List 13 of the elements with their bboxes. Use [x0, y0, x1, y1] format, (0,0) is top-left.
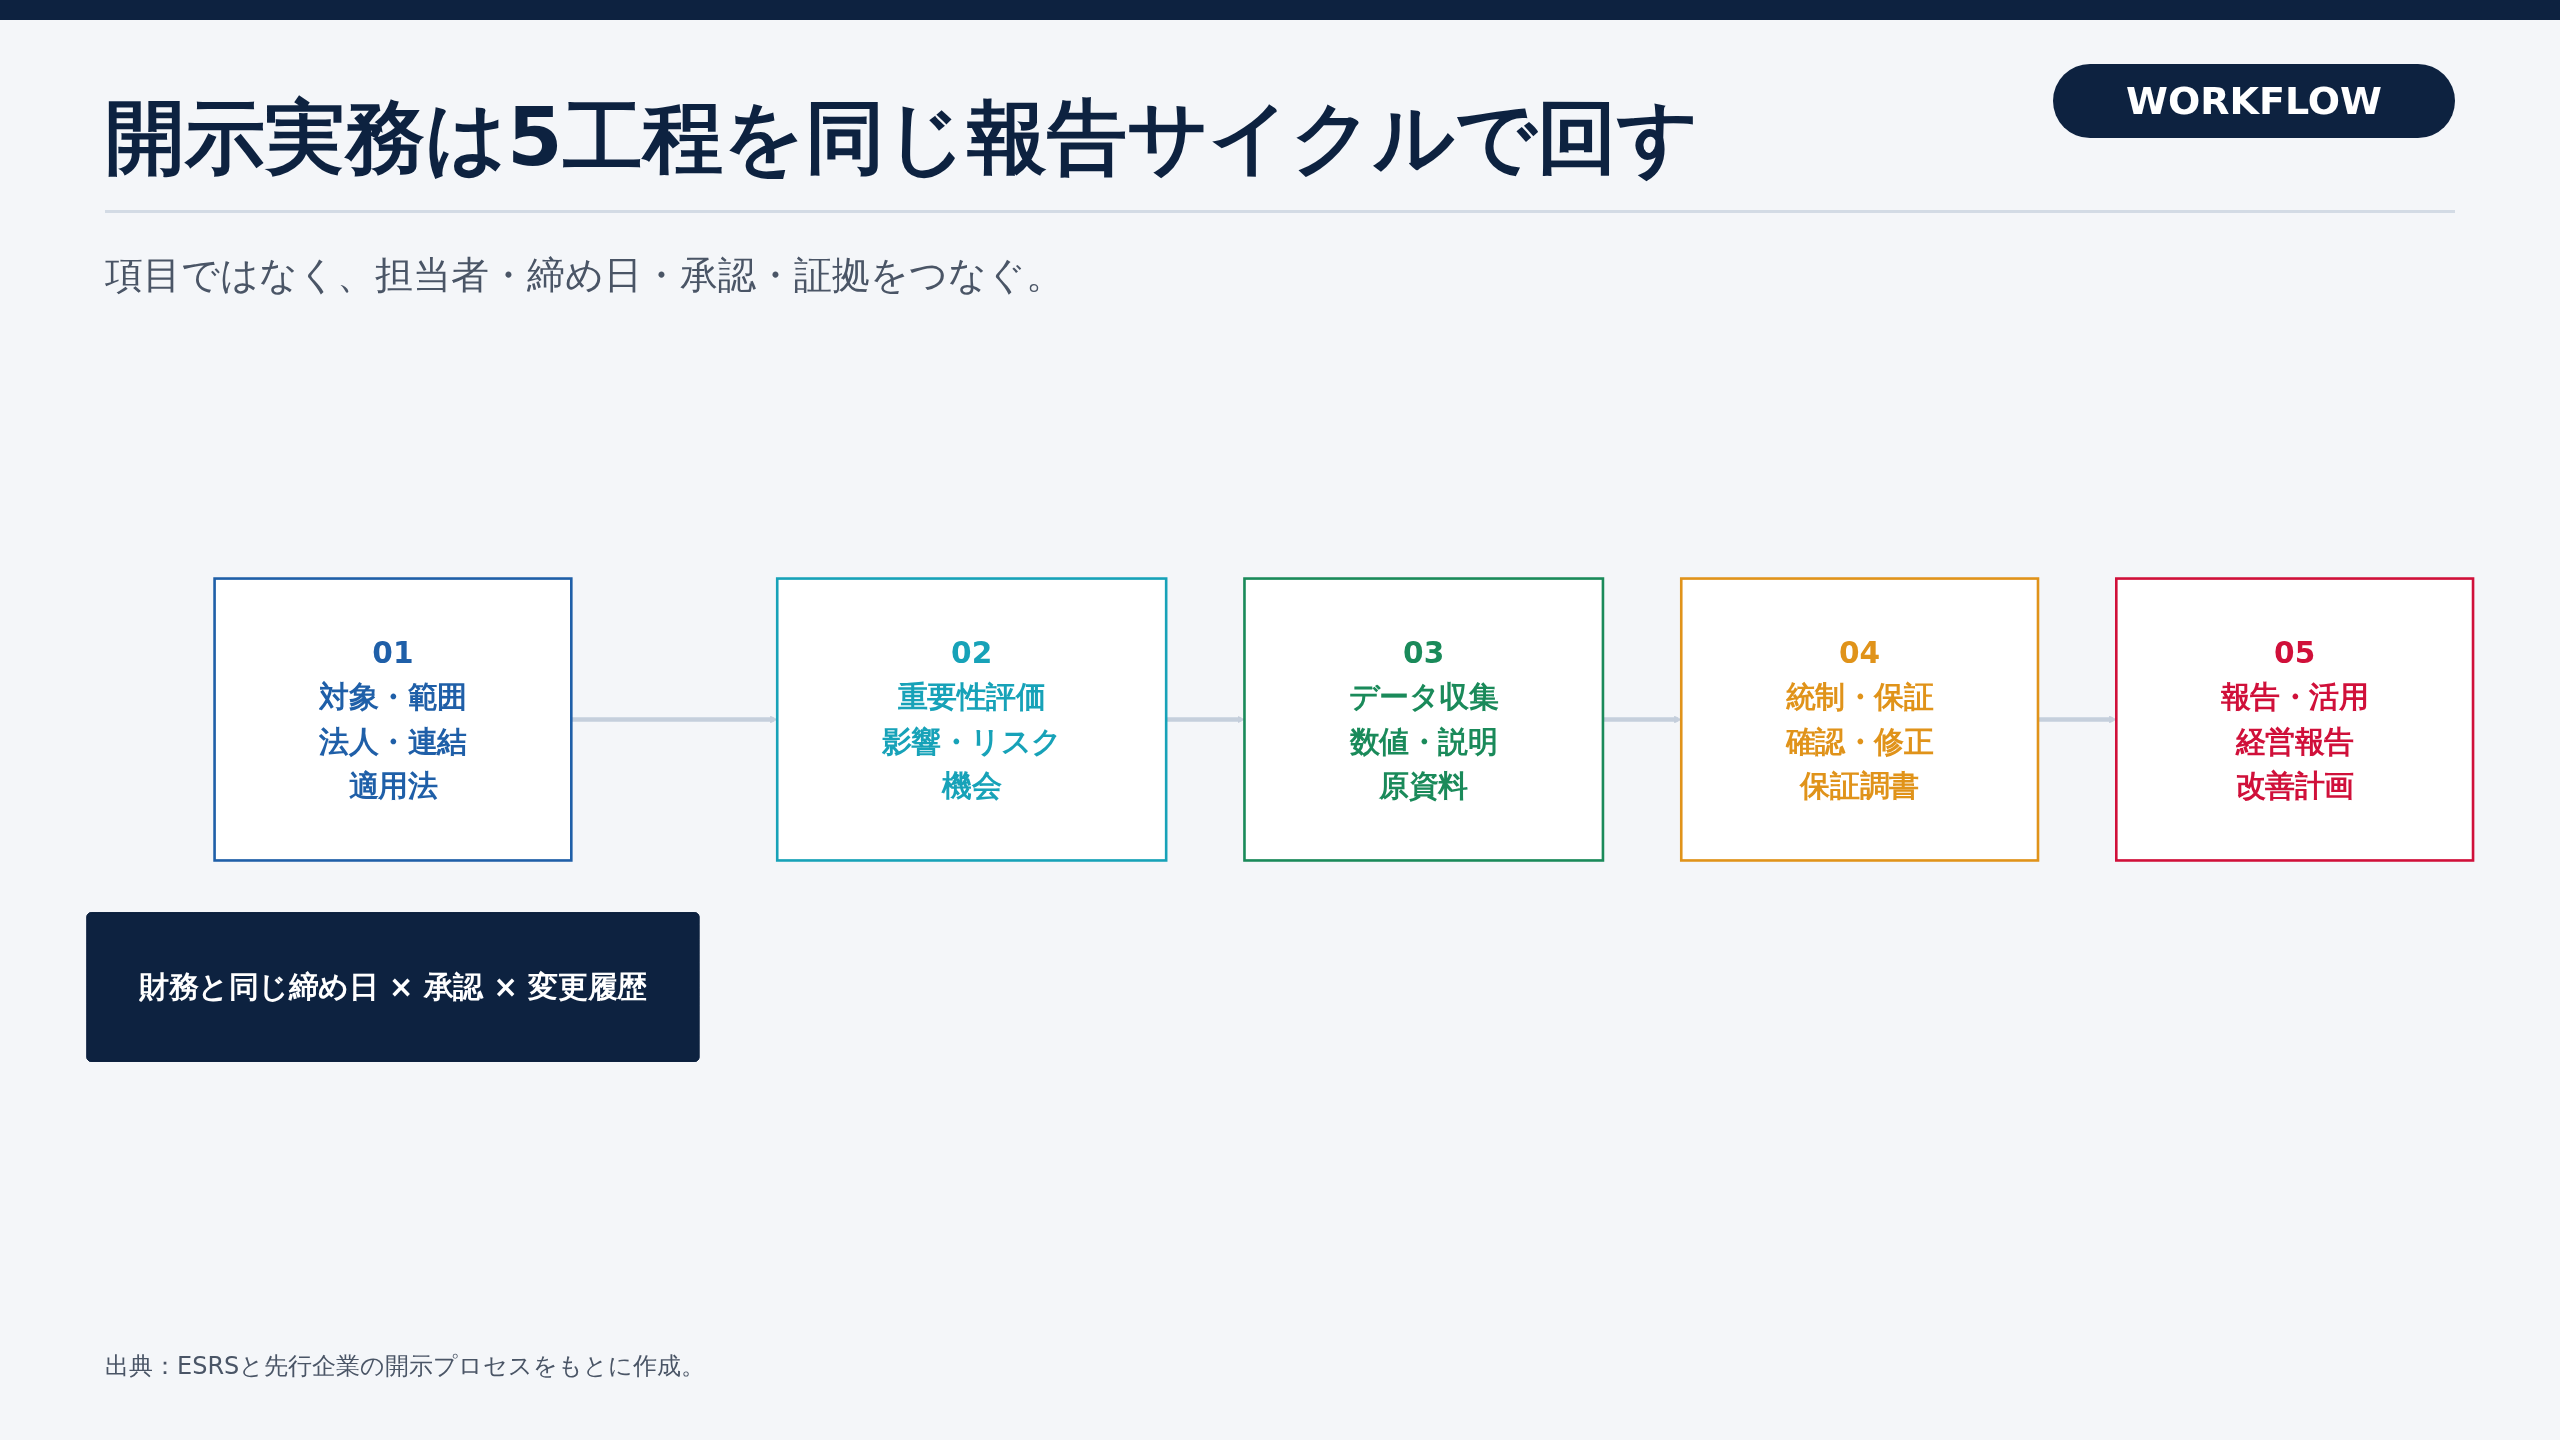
tag-badge: WORKFLOW	[2053, 64, 2455, 138]
title: 開示実務は5工程を同じ報告サイクルで回す	[105, 90, 1699, 186]
arrow	[2038, 715, 2117, 724]
source-note: 出典：ESRSと先行企業の開示プロセスをもとに作成。	[105, 1351, 706, 1382]
node-box: 05 報告・活用 経営報告 改善計画	[2115, 577, 2475, 862]
node-box: 01 対象・範囲 法人・連結 適用法	[213, 577, 573, 862]
node-box: 04 統制・保証 確認・修正 保証調書	[1679, 577, 2040, 862]
arrow	[1602, 715, 1682, 724]
node-box: 03 データ収集 数値・説明 原資料	[1243, 577, 1605, 862]
node-box: 02 重要性評価 影響・リスク 機会	[775, 577, 1168, 862]
subtitle: 項目ではなく、担当者・締め日・承認・証拠をつなぐ。	[105, 252, 1064, 299]
arrow	[571, 715, 778, 724]
arrow	[1166, 715, 1245, 724]
